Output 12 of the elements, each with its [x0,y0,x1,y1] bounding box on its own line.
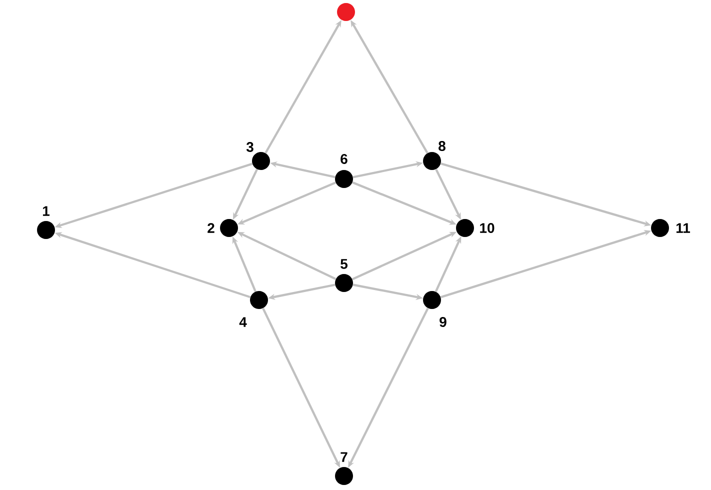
node-label: 1 [43,206,50,216]
node-label: 5 [340,259,348,269]
node-label: 11 [676,223,690,233]
node-label: 8 [438,141,446,151]
node-label: 3 [246,142,254,152]
node-label: 4 [239,317,247,327]
node-label: 6 [340,154,348,164]
node-label: 10 [480,223,494,233]
node-label: 2 [208,223,214,233]
node-label: 7 [340,452,348,462]
node-dot [337,3,355,21]
node-label: 9 [440,317,446,327]
